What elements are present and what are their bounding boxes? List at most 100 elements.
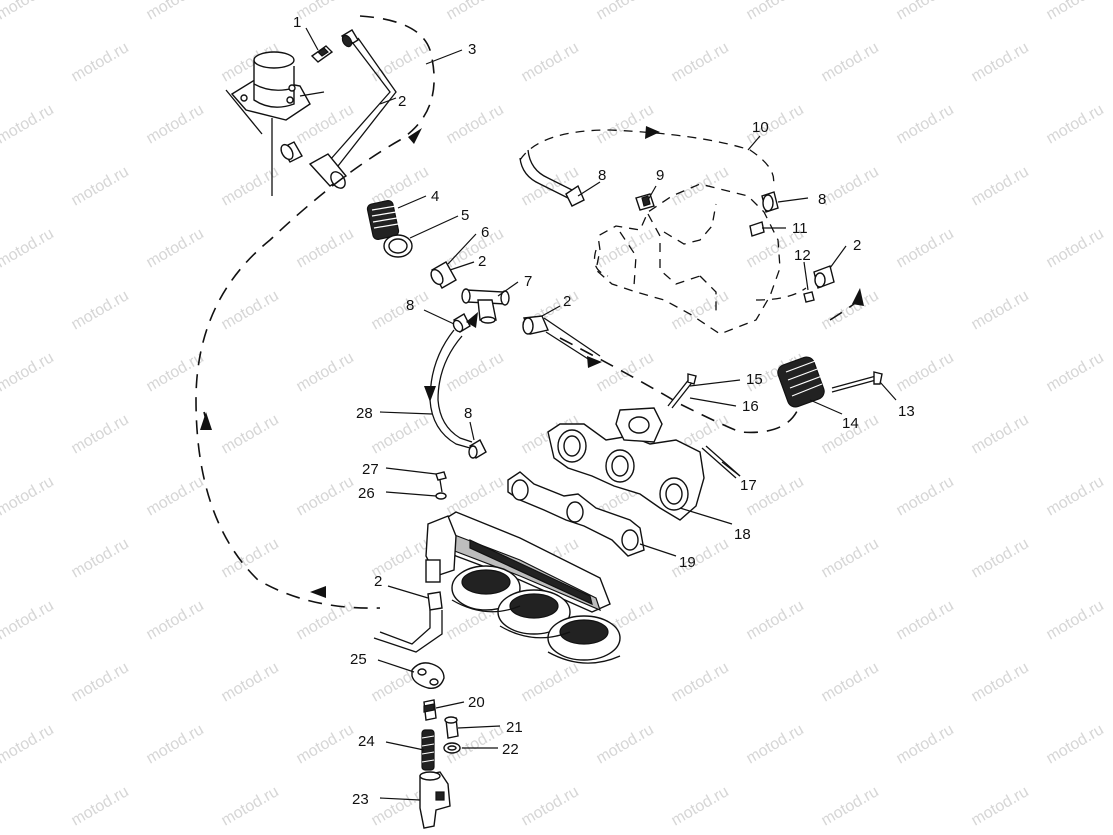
callout-8d: 8 [464, 405, 472, 422]
watermark-text: motod.ru [969, 535, 1032, 581]
callout-1: 1 [293, 14, 301, 31]
watermark-text: motod.ru [819, 287, 882, 333]
watermark-text: motod.ru [819, 163, 882, 209]
watermark-text: motod.ru [144, 101, 207, 147]
watermark-text: motod.ru [519, 659, 582, 705]
watermark-text: motod.ru [144, 225, 207, 271]
watermark-text: motod.ru [819, 659, 882, 705]
fitting-part-2-right [813, 265, 835, 289]
bolt-part-15 [667, 373, 697, 409]
watermark-text: motod.ru [594, 225, 657, 271]
watermark-text: motod.ru [1044, 225, 1107, 271]
watermark-text: motod.ru [1044, 597, 1107, 643]
watermark-text: motod.ru [144, 0, 207, 23]
exhaust-manifold-part-16 [547, 407, 705, 521]
watermark-text: motod.ru [894, 721, 957, 767]
watermark-text: motod.ru [894, 473, 957, 519]
watermark-text: motod.ru [0, 473, 57, 519]
fitting-part-8-left [452, 313, 471, 333]
fitting-part-12 [803, 291, 815, 303]
watermark-text: motod.ru [669, 659, 732, 705]
callout-2b: 2 [478, 253, 486, 270]
watermark-text: motod.ru [69, 287, 132, 333]
watermark-text: motod.ru [294, 473, 357, 519]
watermark-text: motod.ru [969, 659, 1032, 705]
callout-8c: 8 [818, 191, 826, 208]
stud-part-17 [701, 445, 741, 479]
fitting-part-20 [423, 699, 437, 721]
hose-loop-part-10 [519, 129, 775, 207]
watermark-text: motod.ru [144, 597, 207, 643]
callout-6: 6 [481, 224, 489, 241]
hose-segment-right [522, 315, 601, 365]
callout-10: 10 [752, 119, 769, 136]
watermark-text: motod.ru [219, 659, 282, 705]
watermark-text: motod.ru [819, 535, 882, 581]
watermark-text: motod.ru [669, 39, 732, 85]
washer-part-26 [435, 492, 447, 500]
callout-15: 15 [746, 371, 763, 388]
callout-3: 3 [468, 41, 476, 58]
gasket-part-25 [411, 662, 445, 689]
watermark-text: motod.ru [219, 287, 282, 333]
callout-28: 28 [356, 405, 373, 422]
watermark-text: motod.ru [294, 721, 357, 767]
watermark-text: motod.ru [1044, 349, 1107, 395]
watermark-text: motod.ru [294, 225, 357, 271]
spring-part-24 [421, 729, 435, 771]
watermark-text: motod.ru [969, 39, 1032, 85]
watermark-text: motod.ru [219, 783, 282, 829]
watermark-text: motod.ru [669, 163, 732, 209]
watermark-text: motod.ru [744, 721, 807, 767]
watermark-text: motod.ru [1044, 473, 1107, 519]
watermark-text: motod.ru [219, 411, 282, 457]
watermark-text: motod.ru [669, 783, 732, 829]
watermark-text: motod.ru [594, 101, 657, 147]
leader-lines [305, 27, 897, 801]
callout-2a: 2 [398, 93, 406, 110]
watermark-text: motod.ru [594, 0, 657, 23]
callout-2e: 2 [374, 573, 382, 590]
watermark-text: motod.ru [0, 0, 57, 23]
watermark-text: motod.ru [444, 0, 507, 23]
callout-2d: 2 [853, 237, 861, 254]
watermark-text: motod.ru [894, 349, 957, 395]
bolt-part-13 [831, 371, 883, 393]
screw-part-27 [435, 471, 447, 493]
watermark-text: motod.ru [294, 0, 357, 23]
watermark-text: motod.ru [369, 287, 432, 333]
watermark-text: motod.ru [69, 783, 132, 829]
screw-part-21 [444, 716, 459, 739]
watermark-text: motod.ru [444, 473, 507, 519]
callout-23: 23 [352, 791, 369, 808]
callout-19: 19 [679, 554, 696, 571]
cylinder-head-assembly [425, 511, 621, 664]
watermark-text: motod.ru [1044, 101, 1107, 147]
watermark-text: motod.ru [969, 163, 1032, 209]
callout-12: 12 [794, 247, 811, 264]
callout-9: 9 [656, 167, 664, 184]
watermark-text: motod.ru [444, 349, 507, 395]
watermark-text: motod.ru [594, 721, 657, 767]
callout-4: 4 [431, 188, 439, 205]
connector-part-6 [430, 261, 457, 289]
watermark-text: motod.ru [69, 411, 132, 457]
watermark-text: motod.ru [744, 597, 807, 643]
watermark-text: motod.ru [294, 597, 357, 643]
pump-housing [225, 51, 325, 196]
callout-18: 18 [734, 526, 751, 543]
watermark-text: motod.ru [0, 349, 57, 395]
callout-11: 11 [792, 220, 808, 237]
gasket-part-19 [507, 471, 645, 557]
hose-upper [329, 37, 397, 167]
watermark-text: motod.ru [444, 225, 507, 271]
watermark-text: motod.ru [669, 535, 732, 581]
watermark-text: motod.ru [144, 473, 207, 519]
callout-7: 7 [524, 273, 532, 290]
hose-connector-short [280, 141, 303, 163]
watermark-text: motod.ru [69, 659, 132, 705]
callout-17: 17 [740, 477, 757, 494]
callout-5: 5 [461, 207, 469, 224]
